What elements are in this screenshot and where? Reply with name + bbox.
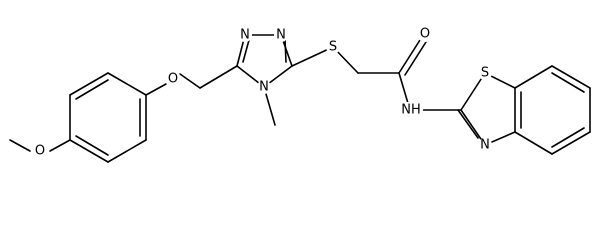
bond [551,72,585,93]
atom-n-benzothiazole: N [478,138,492,153]
bond [107,139,147,163]
bond [398,39,421,74]
bond [69,139,109,163]
structure-canvas: O O N N N S [9,26,591,163]
bond [9,139,31,152]
bond [179,73,201,89]
atom-o-ether-bottom-label: O [35,144,45,159]
atom-label-layer: O O N N N S [32,26,492,159]
bond [460,109,486,146]
bond [49,139,71,152]
bond-layer [9,34,591,163]
molecule-drawing: O O N N N S [9,26,591,163]
atom-n-triazole-methyl-label: N [259,80,269,95]
bond [75,135,109,156]
atom-s-thioether-label: S [329,40,337,55]
bond [291,46,334,67]
bond [199,65,238,89]
bond [145,83,167,96]
atom-n-amide: NH [399,102,423,118]
bond [457,109,479,139]
atom-n-benzothiazole-label: N [480,138,490,153]
atom-n-triazole-2: N [274,28,288,43]
atom-s-benzothiazole-label: S [481,66,489,81]
bond [551,65,591,89]
atom-n-triazole-1-label: N [240,28,250,43]
bond [242,39,250,63]
atom-o-ether-top: O [165,71,181,87]
bond [75,79,109,100]
bond [69,72,109,96]
atom-n-triazole-2-label: N [276,28,286,43]
bond [551,127,585,148]
atom-n-triazole-methyl: N [257,80,271,95]
bond [514,131,553,155]
atom-o-ether-top-label: O [168,72,178,87]
bond [107,72,147,96]
atom-n-amide-label: NH [401,103,421,118]
atom-o-carbonyl-label: O [420,27,430,42]
bond [284,38,287,63]
atom-s-benzothiazole: S [478,66,492,81]
atom-o-carbonyl: O [417,26,433,42]
atom-s-thioether: S [326,40,340,55]
bond [460,72,486,111]
bond [404,41,427,76]
atom-o-ether-bottom: O [32,143,48,159]
atom-n-triazole-1: N [238,28,252,43]
bond [514,65,553,89]
bond [551,131,591,155]
